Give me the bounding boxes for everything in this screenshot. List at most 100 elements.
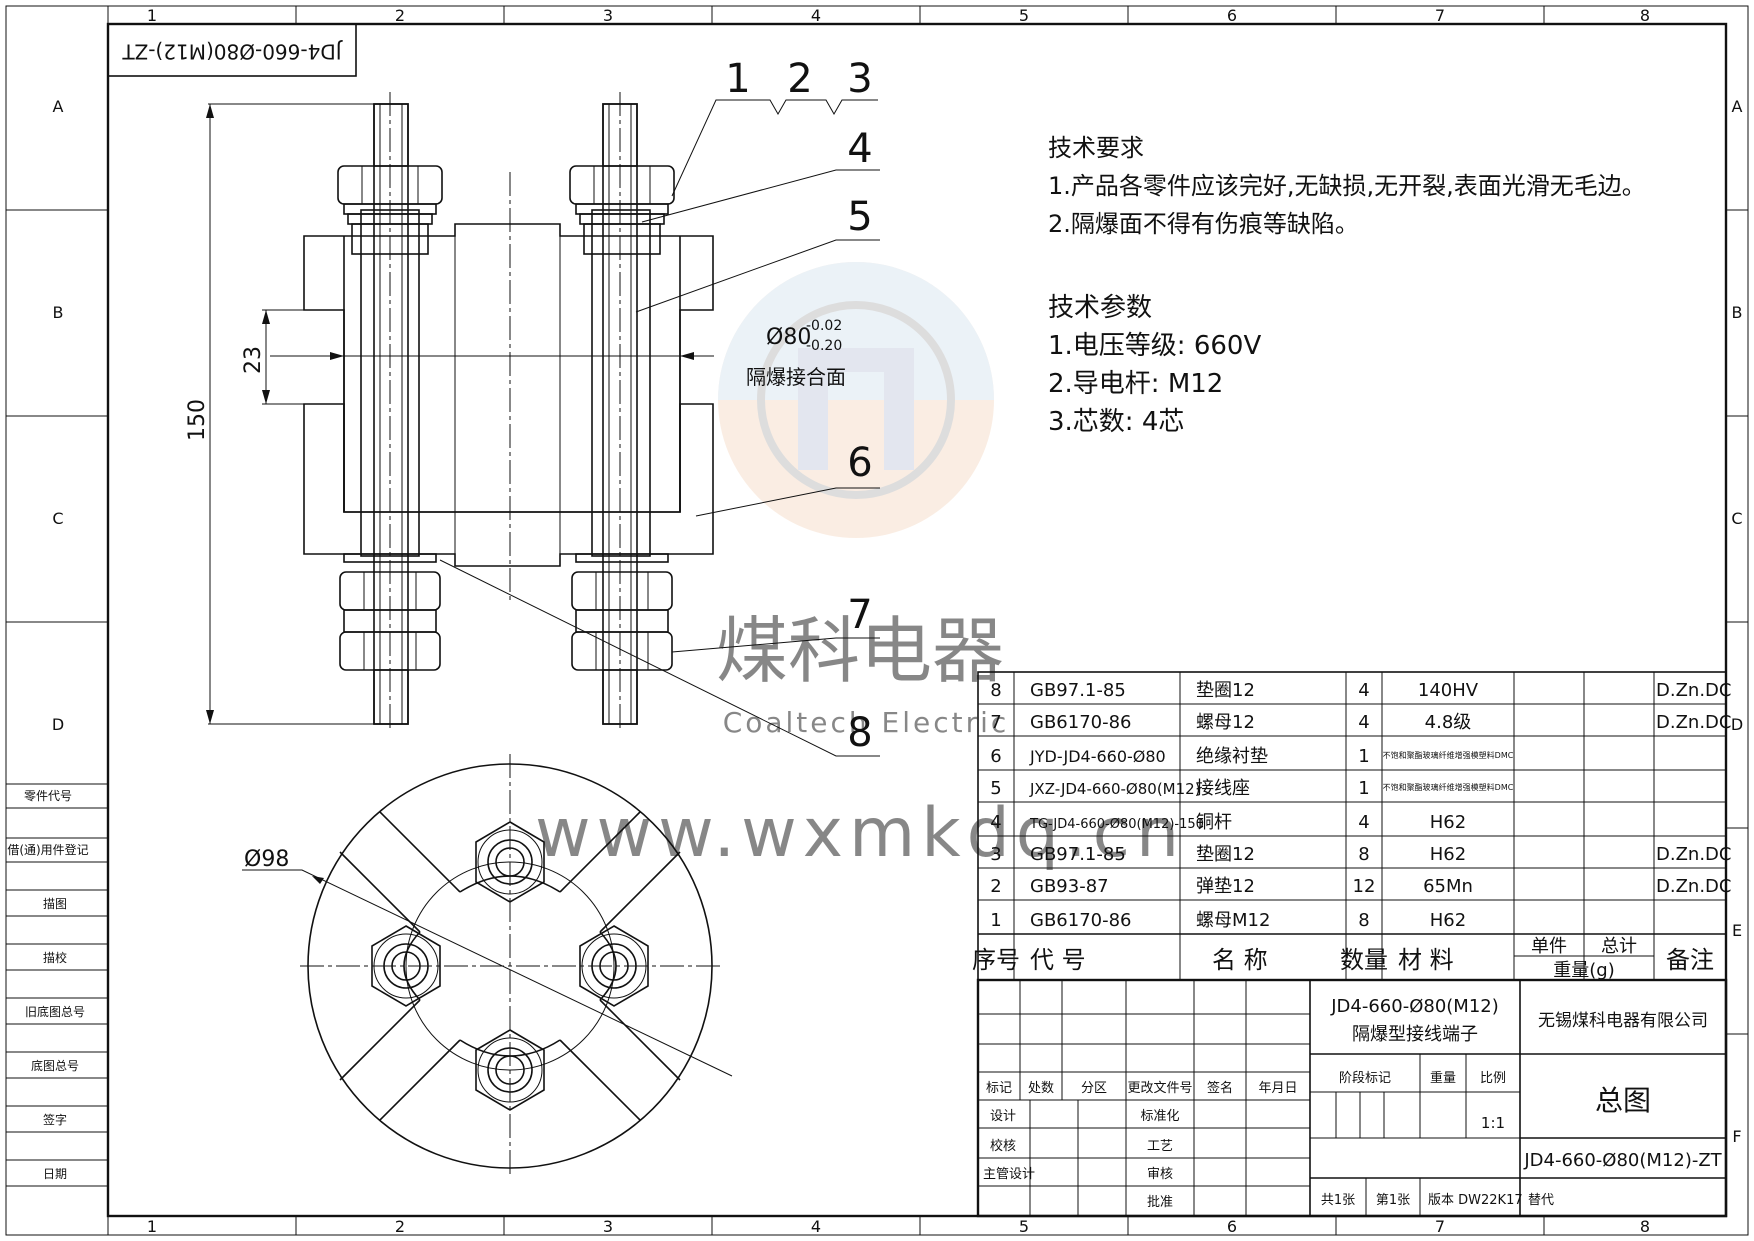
bom-row-4-code: TG-JD4-660-Ø80(M12)-150 (1029, 817, 1204, 832)
row-label-C: C (52, 509, 63, 528)
tech-req-item-1: 1.产品各零件应该完好,无缺损,无开裂,表面光滑无毛边。 (1048, 172, 1646, 200)
role-standard: 标准化 (1140, 1109, 1179, 1124)
bom-row-4-name: 铜杆 (1196, 812, 1232, 833)
col-label-6: 6 (1227, 6, 1237, 25)
column-labels-top: 1 2 3 4 5 6 7 8 (147, 6, 1650, 25)
row-label-rB: B (1732, 303, 1743, 322)
bom-header-weight: 重量(g) (1553, 960, 1614, 981)
bom-row-3-note: D.Zn.DC (1656, 844, 1731, 865)
balloon-5: 5 (847, 194, 872, 240)
bom-row-8-qty: 4 (1358, 680, 1369, 701)
bom-row-2-code: GB93-87 (1030, 876, 1109, 897)
balloon-8: 8 (847, 710, 872, 756)
rev-header-count: 处数 (1028, 1081, 1054, 1096)
rev-header-date: 年月日 (1258, 1081, 1297, 1096)
sheet-number: 第1张 (1376, 1193, 1410, 1208)
plan-view: Ø98 (242, 754, 733, 1178)
bom-row-6-no: 6 (990, 746, 1001, 767)
drawing-frame (5, 5, 1749, 1236)
bom-row-4-qty: 4 (1358, 812, 1369, 833)
bom-row-5-material: 不饱和聚酯玻璃纤维增强模塑料DMC (1383, 782, 1514, 792)
bom-row-3-no: 3 (990, 844, 1001, 865)
bom-header-note: 备注 (1666, 946, 1714, 974)
bom-row-1-no: 1 (990, 910, 1001, 931)
bom-header-total: 总计 (1601, 936, 1637, 957)
row-label-D: D (52, 715, 64, 734)
bom-header-code: 代 号 (1030, 946, 1086, 974)
terminal-top (475, 821, 545, 903)
balloon-6: 6 (847, 440, 872, 486)
tech-req-title: 技术要求 (1048, 134, 1144, 162)
terminal-left (371, 925, 441, 1007)
bom-row-8-no: 8 (990, 680, 1001, 701)
row-label-rF: F (1732, 1127, 1741, 1146)
role-design: 设计 (990, 1109, 1016, 1124)
dim-phi98: Ø98 (244, 847, 289, 872)
bom-row-7-no: 7 (990, 712, 1001, 733)
drawing-title: 总图 (1595, 1084, 1651, 1117)
col-label-7: 7 (1435, 6, 1445, 25)
company-name: 无锡煤科电器有限公司 (1538, 1011, 1708, 1031)
bom-row-7-qty: 4 (1358, 712, 1369, 733)
col-label-b3: 3 (603, 1217, 613, 1236)
col-label-5: 5 (1019, 6, 1029, 25)
rev-header-zone: 分区 (1081, 1081, 1107, 1096)
row-labels-left: A B C D (52, 97, 64, 734)
bom-row-5-code: JXZ-JD4-660-Ø80(M12) (1029, 780, 1201, 798)
dim-150: 150 (185, 399, 210, 441)
col-label-b7: 7 (1435, 1217, 1445, 1236)
bom-row-4-no: 4 (990, 812, 1001, 833)
stage-label: 阶段标记 (1339, 1071, 1391, 1086)
balloon-1: 1 (725, 56, 750, 102)
weight-label: 重量 (1430, 1070, 1456, 1086)
dim-23: 23 (241, 346, 266, 374)
row-label-rD: D (1731, 715, 1743, 734)
col-label-b5: 5 (1019, 1217, 1029, 1236)
dim-tol-lower: -0.20 (806, 338, 842, 354)
record-old-base: 旧底图总号 (25, 1004, 85, 1019)
tech-param-item-3: 3.芯数: 4芯 (1048, 407, 1184, 437)
terminal-right (579, 925, 649, 1007)
replace: 替代 (1528, 1193, 1554, 1208)
dimension-gap: 23 (241, 309, 344, 405)
role-check: 校核 (990, 1138, 1016, 1154)
column-grid (295, 6, 1545, 1235)
balloon-7: 7 (847, 592, 872, 638)
doc-code-box: JD4-660-Ø80(M12)-ZT (107, 23, 357, 77)
bom-row-8-code: GB97.1-85 (1030, 680, 1126, 701)
rev-header-doc: 更改文件号 (1127, 1081, 1192, 1096)
watermark-en: Coaltech Electric (723, 706, 1010, 739)
col-label-1: 1 (147, 6, 157, 25)
row-label-rC: C (1731, 509, 1742, 528)
tech-req-item-2: 2.隔爆面不得有伤痕等缺陷。 (1048, 210, 1359, 238)
product-name: 隔爆型接线端子 (1352, 1024, 1478, 1045)
bom-row-6-qty: 1 (1358, 746, 1369, 767)
row-label-rE: E (1732, 921, 1742, 940)
section-view (303, 92, 714, 732)
tech-param-item-1: 1.电压等级: 660V (1048, 331, 1261, 361)
bom-row-3-material: H62 (1430, 844, 1466, 865)
bom-row-2-name: 弹垫12 (1196, 876, 1255, 897)
technical-parameters: 技术参数 1.电压等级: 660V 2.导电杆: M12 3.芯数: 4芯 (1048, 293, 1261, 437)
record-tracing: 描图 (43, 897, 67, 911)
dim-phi80: Ø80 (766, 325, 811, 350)
sheets-total: 共1张 (1321, 1193, 1355, 1208)
title-block: 标记 处数 分区 更改文件号 签名 年月日 设计 校核 主管设计 标准化 工艺 … (976, 978, 1728, 1218)
col-label-b1: 1 (147, 1217, 157, 1236)
bom-row-2-note: D.Zn.DC (1656, 876, 1731, 897)
rev-header-sign: 签名 (1207, 1080, 1233, 1096)
record-signature: 签字 (43, 1112, 67, 1127)
bom-row-7-name: 螺母12 (1196, 712, 1255, 733)
col-label-b4: 4 (811, 1217, 821, 1236)
row-label-rA: A (1732, 97, 1743, 116)
record-base-no: 底图总号 (31, 1058, 79, 1073)
bom-row-8-note: D.Zn.DC (1656, 680, 1731, 701)
role-process: 工艺 (1147, 1139, 1173, 1154)
bom-row-2-qty: 12 (1353, 876, 1376, 897)
row-labels-right: A B C D E F (1731, 97, 1743, 1146)
terminal-bottom (475, 1029, 545, 1111)
bom-header-unit: 单件 (1531, 936, 1567, 957)
dim-tol-upper: -0.02 (806, 318, 842, 334)
bom-header-name: 名 称 (1212, 946, 1268, 974)
bom-row-1-name: 螺母M12 (1196, 910, 1270, 931)
